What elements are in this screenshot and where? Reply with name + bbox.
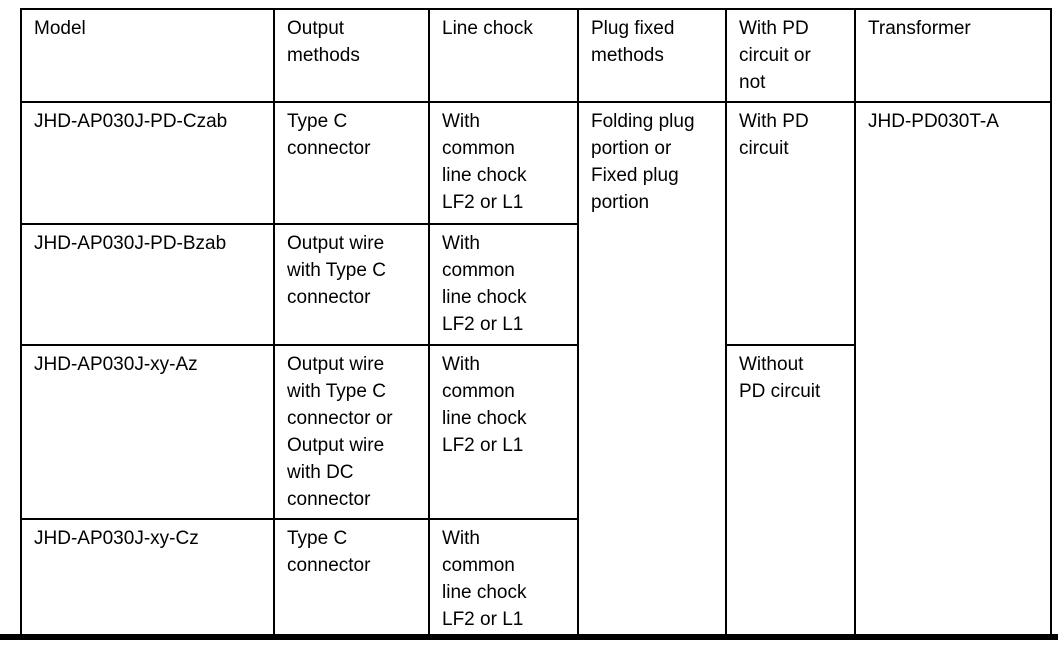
cell-model-czab: JHD-AP030J-PD-Czab [20, 101, 275, 225]
cell-output-methods-bzab: Output wire with Type C connector [273, 223, 430, 346]
column-header-model: Model [20, 8, 275, 103]
header-row: Model Output methods Line chock Plug fix… [20, 8, 1052, 103]
cell-with-pd-circuit: With PD circuit [725, 101, 856, 346]
cell-output-methods-czab: Type C connector [273, 101, 430, 225]
cell-transformer: JHD-PD030T-A [854, 101, 1052, 640]
cell-line-chock-czab: With common line chock LF2 or L1 [428, 101, 579, 225]
cell-line-chock-bzab: With common line chock LF2 or L1 [428, 223, 579, 346]
column-header-line-chock: Line chock [428, 8, 579, 103]
column-header-output-methods: Output methods [273, 8, 430, 103]
column-header-pd-circuit: With PD circuit or not [725, 8, 856, 103]
product-spec-table: Model Output methods Line chock Plug fix… [20, 8, 1052, 640]
table-row-cz: JHD-AP030J-xy-Cz Type C connector With c… [20, 518, 1051, 640]
table-row-bzab: JHD-AP030J-PD-Bzab Output wire with Type… [20, 223, 1051, 346]
cell-output-methods-cz: Type C connector [273, 518, 430, 640]
column-header-plug-fixed-methods: Plug fixed methods [577, 8, 727, 103]
cell-model-bzab: JHD-AP030J-PD-Bzab [20, 223, 275, 346]
cell-line-chock-az: With common line chock LF2 or L1 [428, 344, 579, 520]
cell-line-chock-cz: With common line chock LF2 or L1 [428, 518, 579, 640]
cell-output-methods-az: Output wire with Type C connector or Out… [273, 344, 430, 520]
page-divider-rule [0, 634, 1058, 640]
cell-model-az: JHD-AP030J-xy-Az [20, 344, 275, 520]
cell-model-cz: JHD-AP030J-xy-Cz [20, 518, 275, 640]
table-row-czab: JHD-AP030J-PD-Czab Type C connector With… [20, 101, 1052, 640]
cell-plug-fixed-methods: Folding plug portion or Fixed plug porti… [577, 101, 727, 640]
column-header-transformer: Transformer [854, 8, 1052, 103]
cell-without-pd-circuit: Without PD circuit [725, 344, 856, 640]
